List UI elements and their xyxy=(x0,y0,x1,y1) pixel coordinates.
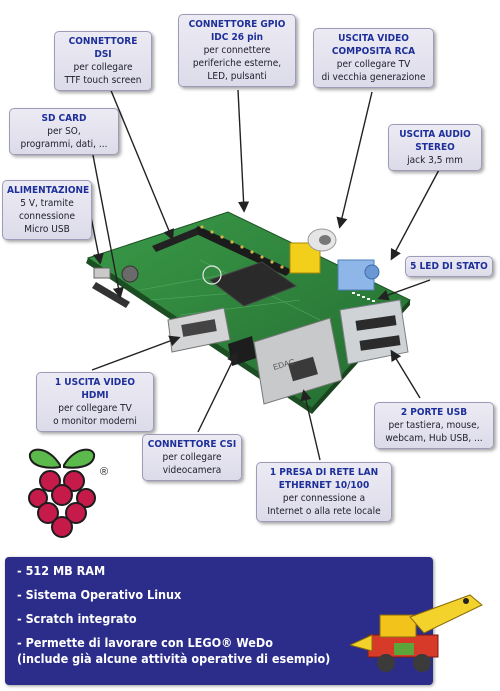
callout-hdmi-output: 1 USCITA VIDEO HDMI per collegare TV o m… xyxy=(36,372,154,432)
callout-title: CONNETTORE GPIO IDC 26 pin xyxy=(188,19,286,43)
callout-title: SD CARD xyxy=(41,113,87,124)
raspberry-pi-logo xyxy=(28,448,96,538)
feature-item: - 512 MB RAM xyxy=(17,563,106,578)
callout-text: per collegare TTF touch screen xyxy=(64,62,142,86)
capacitor xyxy=(121,265,139,283)
board-raspberry-print xyxy=(202,265,222,285)
callout-audio-output: USCITA AUDIO STEREO jack 3,5 mm xyxy=(388,124,482,171)
callout-title: CONNETTORE DSI xyxy=(68,36,138,60)
callout-csi-connector: CONNETTORE CSI per collegare videocamera xyxy=(142,434,242,481)
callout-text: per collegare TV di vecchia generazione xyxy=(321,59,426,83)
lego-wedo-model-illustration xyxy=(350,594,483,672)
callout-sd-card: SD CARD per SO, programmi, dati, ... xyxy=(9,108,119,155)
hdmi-port xyxy=(167,307,231,353)
gpio-header xyxy=(192,225,292,276)
callout-title: 1 PRESA DI RETE LAN ETHERNET 10/100 xyxy=(269,467,379,491)
ethernet-port: EDAC xyxy=(253,317,343,405)
callout-title: 1 USCITA VIDEO HDMI xyxy=(54,377,136,401)
audio-jack xyxy=(337,259,380,291)
callout-text: 5 V, tramite connessione Micro USB xyxy=(18,198,75,235)
callout-usb-ports: 2 PORTE USB per tastiera, mouse, webcam,… xyxy=(374,402,494,449)
leader-lines xyxy=(89,75,441,461)
callout-text: jack 3,5 mm xyxy=(407,155,463,166)
callout-title: ALIMENTAZIONE xyxy=(7,185,90,196)
callout-lan-port: 1 PRESA DI RETE LAN ETHERNET 10/100 per … xyxy=(256,462,392,522)
micro-usb-port xyxy=(93,267,111,279)
feature-item: - Scratch integrato xyxy=(17,611,137,626)
callout-text: per SO, programmi, dati, ... xyxy=(20,126,108,150)
callout-title: USCITA VIDEO COMPOSITA RCA xyxy=(331,33,416,57)
callout-text: per tastiera, mouse, webcam, Hub USB, ..… xyxy=(385,420,483,444)
soc-chip xyxy=(208,261,298,307)
features-list: - 512 MB RAM - Sistema Operativo Linux -… xyxy=(5,557,433,667)
registered-mark: ® xyxy=(100,466,109,478)
callout-text: per collegare videocamera xyxy=(162,452,222,476)
callout-text: per connettere periferiche esterne, LED,… xyxy=(192,45,282,82)
callout-gpio-connector: CONNETTORE GPIO IDC 26 pin per connetter… xyxy=(178,14,296,87)
callout-power-supply: ALIMENTAZIONE 5 V, tramite connessione M… xyxy=(2,180,92,240)
callout-dsi-connector: CONNETTORE DSI per collegare TTF touch s… xyxy=(54,31,152,91)
callout-rca-video: USCITA VIDEO COMPOSITA RCA per collegare… xyxy=(313,28,434,88)
sd-card-slot xyxy=(92,282,130,308)
callout-text: per connessione a Internet o alla rete l… xyxy=(267,493,381,517)
callout-status-leds: 5 LED DI STATO xyxy=(405,256,493,277)
features-panel: - 512 MB RAM - Sistema Operativo Linux -… xyxy=(5,557,433,685)
callout-title: 5 LED DI STATO xyxy=(410,261,488,272)
callout-title: 2 PORTE USB xyxy=(400,407,468,418)
feature-item: - Sistema Operativo Linux xyxy=(17,587,182,602)
usb-ports xyxy=(339,299,409,365)
callout-title: CONNETTORE CSI xyxy=(147,439,237,450)
callout-title: USCITA AUDIO STEREO xyxy=(399,129,471,153)
dsi-connector xyxy=(152,228,200,252)
rca-jack xyxy=(289,228,337,274)
callout-text: per collegare TV o monitor moderni xyxy=(53,403,137,427)
feature-item: - Permette di lavorare con LEGO® WeDo (i… xyxy=(17,635,331,666)
status-leds xyxy=(352,292,375,302)
